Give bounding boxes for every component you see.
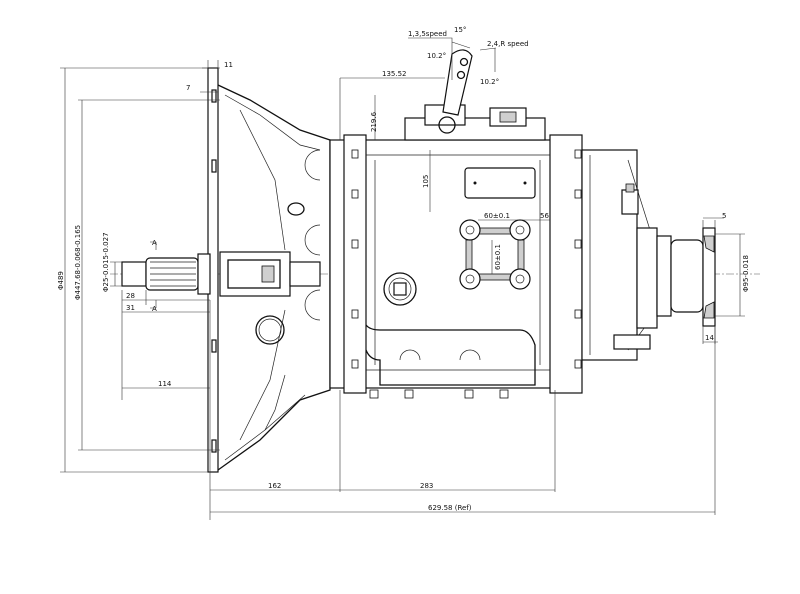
dim-28: 28: [126, 292, 135, 300]
clutch-housing: [207, 67, 331, 473]
dim-219-6: 219.6: [370, 111, 378, 132]
output-flange: [656, 227, 716, 327]
label-24r-speed: 2,4,R speed: [487, 40, 529, 48]
angle-left: 10.2°: [427, 52, 446, 60]
section-mark-top: A: [152, 239, 157, 247]
main-gearbox-case: [304, 134, 583, 399]
label-135-speed: 1,3,5speed: [408, 30, 447, 38]
dim-31: 31: [126, 304, 135, 312]
input-shaft: [121, 253, 211, 295]
shift-lever: [442, 49, 473, 116]
dim-162: 162: [268, 482, 281, 490]
dim-7: 7: [186, 84, 190, 92]
dim-housing-diameter: Φ489: [57, 271, 65, 290]
dim-135-52: 135.52: [382, 70, 407, 78]
dim-283: 283: [420, 482, 433, 490]
dim-output-diameter: Φ95-0.018: [742, 255, 750, 292]
dimension-lines: [60, 37, 745, 520]
dim-11: 11: [224, 61, 233, 69]
section-mark-bottom: A: [152, 305, 157, 313]
dim-56: 56: [540, 212, 549, 220]
dim-total-length: 629.58 (Ref): [428, 504, 472, 512]
dim-bolt-spacing-h: 60±0.1: [484, 212, 510, 220]
dim-5: 5: [722, 212, 726, 220]
rear-housing: [581, 149, 658, 361]
dim-shaft-diameter: Φ25-0.015-0.027: [102, 232, 110, 292]
angle-15: 15°: [454, 26, 466, 34]
shift-tower: [404, 49, 546, 141]
dim-bolt-spacing-v: 60±0.1: [494, 244, 502, 270]
dim-pilot-diameter: Φ447.68-0.068-0.165: [74, 225, 82, 300]
angle-right: 10.2°: [480, 78, 499, 86]
dim-105: 105: [422, 175, 430, 188]
dim-14: 14: [705, 334, 714, 342]
dim-114: 114: [158, 380, 172, 388]
